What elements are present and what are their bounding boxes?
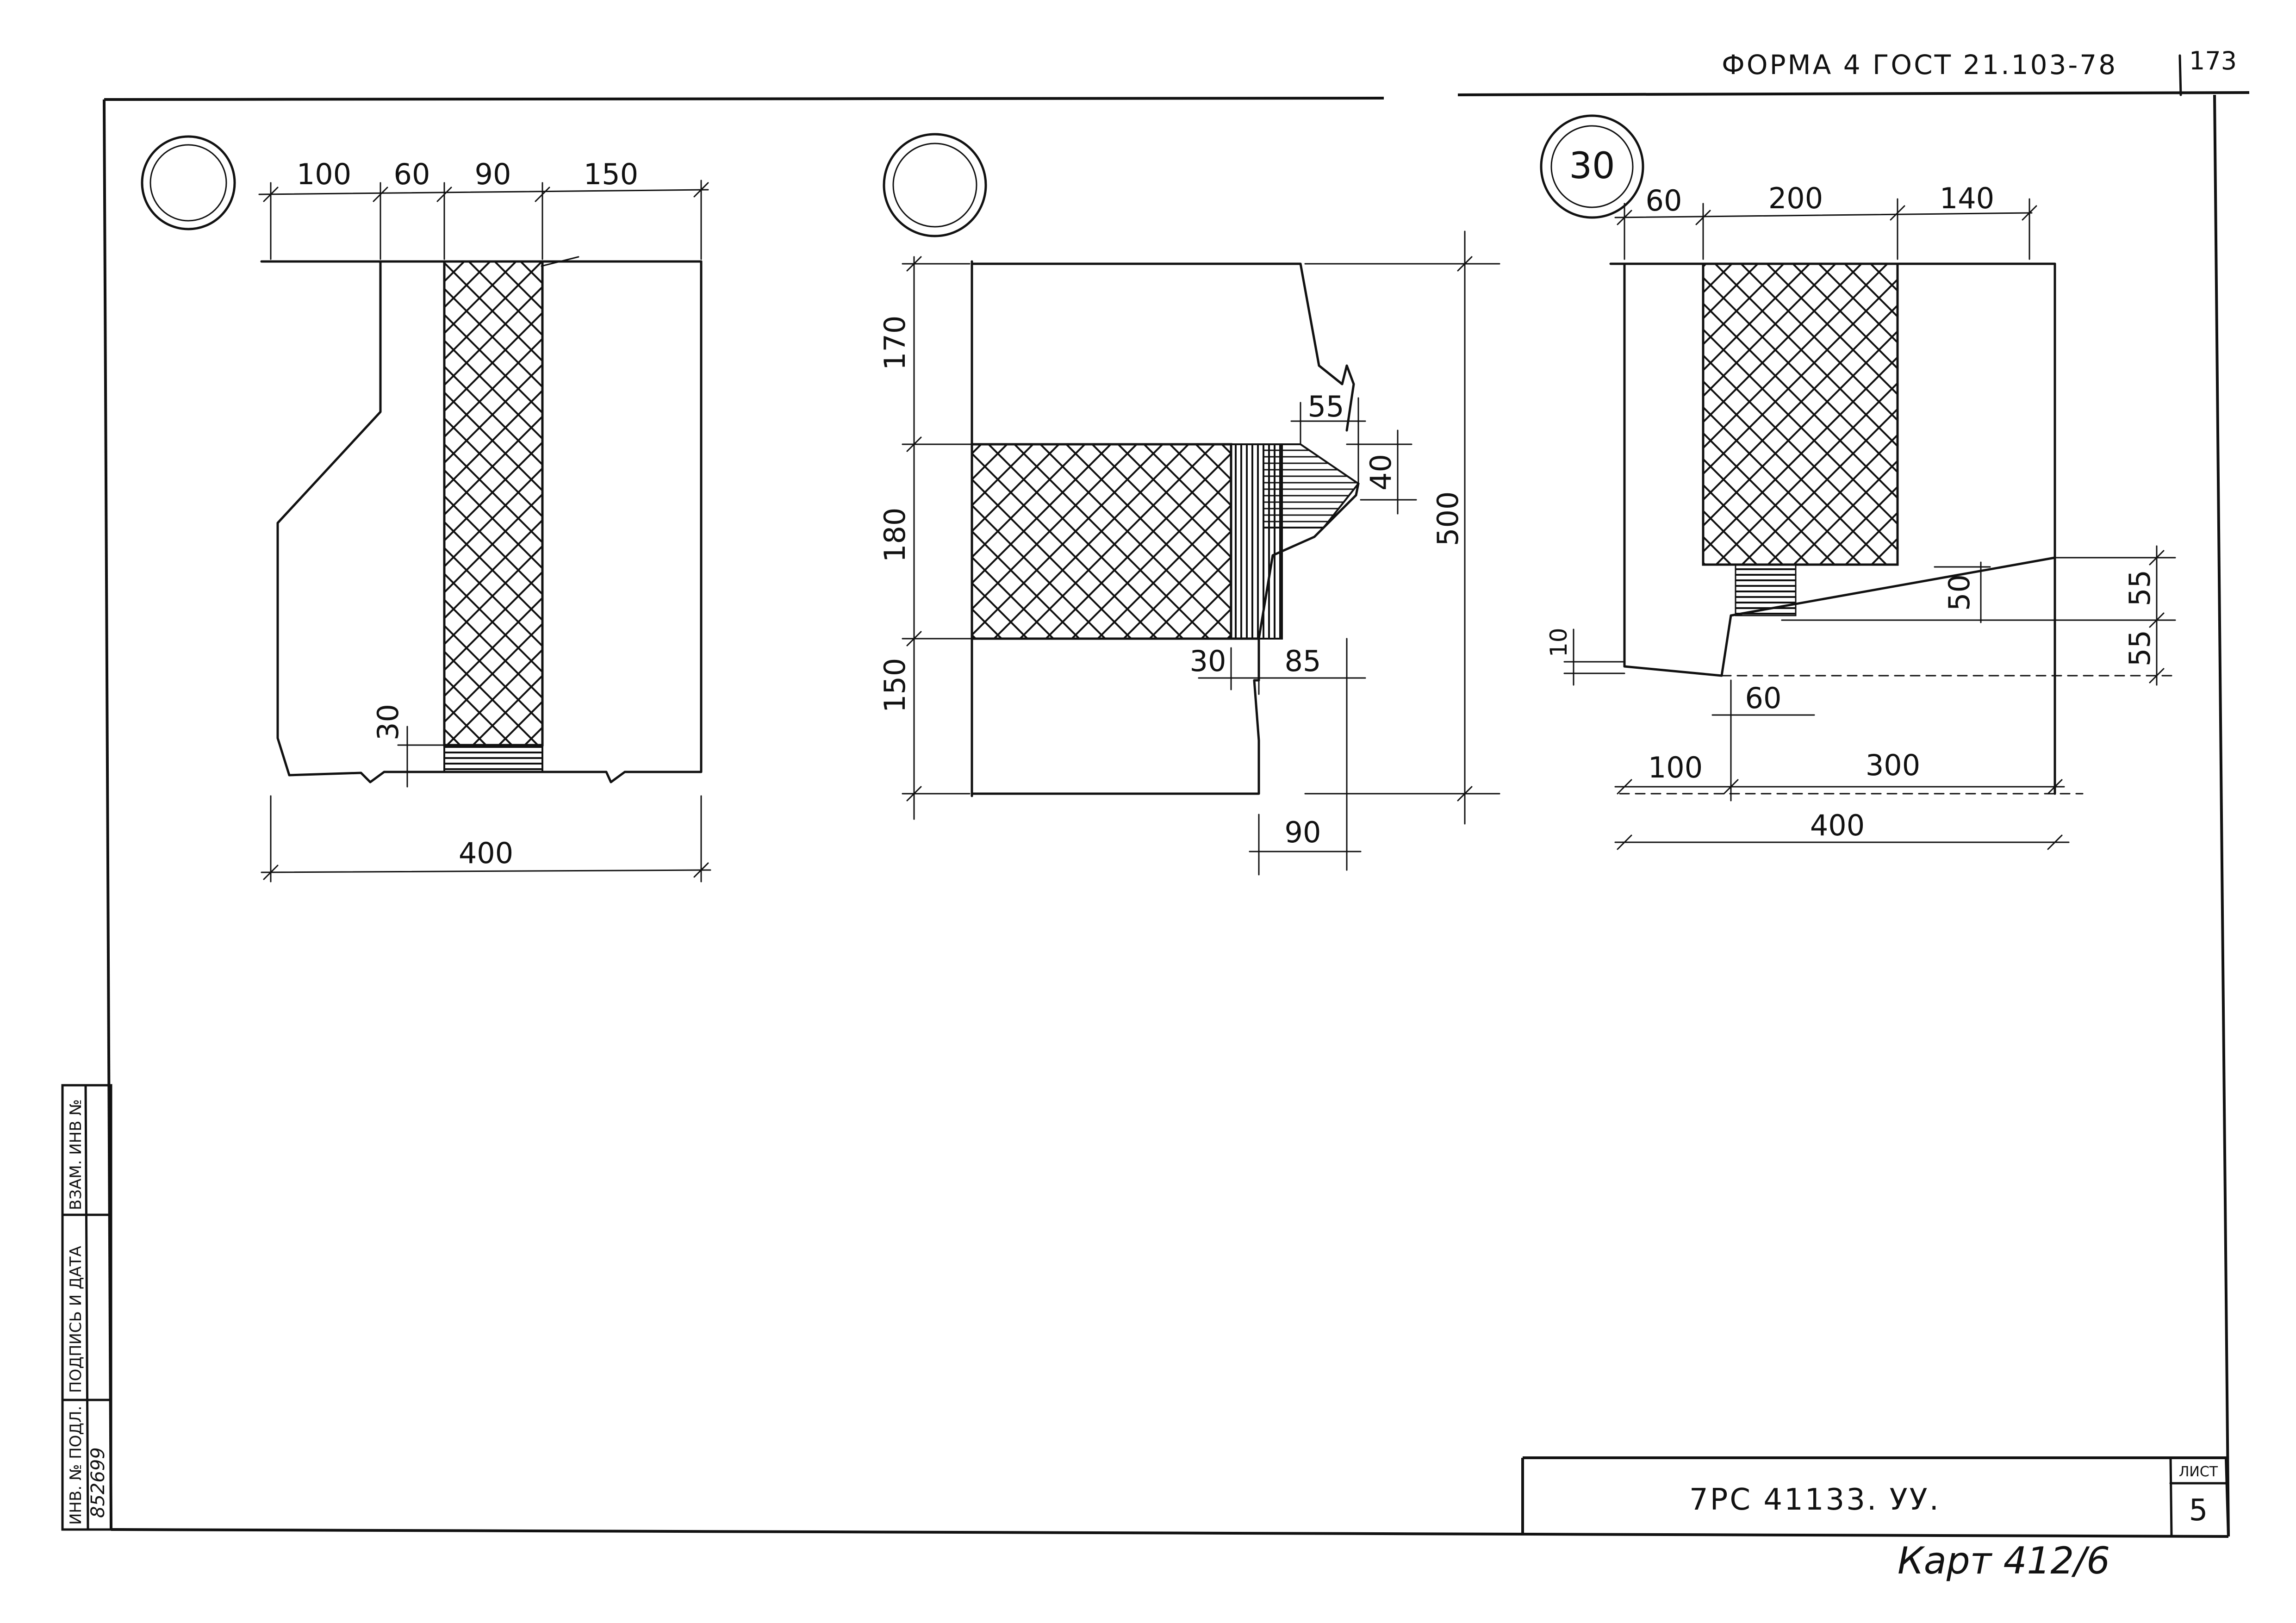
mortar-layer — [443, 744, 543, 773]
sheet-number: 5 — [2189, 1493, 2208, 1528]
dim-bottom-300: 300 — [1866, 748, 1920, 782]
dim-top-140: 140 — [1940, 181, 1994, 215]
dim-top-3: 90 — [475, 157, 511, 191]
dim-top-200: 200 — [1768, 181, 1823, 215]
detail-marker-circle — [883, 133, 987, 237]
title-block: 7РС 41133. УУ. ЛИСТ 5 — [1521, 1456, 2230, 1537]
side-stamp: ВЗАМ. ИНВ № ПОДПИСЬ И ДАТА ИНВ. № ПОДЛ. … — [61, 1084, 112, 1531]
dim-top-1: 100 — [297, 157, 351, 191]
dim-30: 30 — [1190, 644, 1226, 678]
dim-side-30: 30 — [371, 704, 405, 740]
dim-step-50: 50 — [1942, 574, 1976, 611]
sheet-frame — [103, 54, 2250, 1538]
dim-top-2: 60 — [394, 157, 430, 191]
drawing-code: 7РС 41133. УУ. — [1689, 1483, 1941, 1517]
insulation-band — [971, 443, 1232, 640]
page-corner-number: 173 — [2189, 46, 2237, 75]
dim-total-400: 400 — [1810, 808, 1865, 842]
stamp-inv-podl: ИНВ. № ПОДЛ. — [67, 1406, 85, 1525]
handwritten-note: Карт 412/6 — [1898, 1539, 2110, 1582]
dim-total-500: 500 — [1431, 491, 1465, 546]
dim-nose-40: 40 — [1364, 454, 1398, 491]
form-header: ФОРМА 4 ГОСТ 21.103-78 173 — [1722, 46, 2237, 81]
dim-left-10: 10 — [1545, 628, 1572, 657]
dim-bottom-100: 100 — [1648, 751, 1703, 784]
form-label: ФОРМА 4 ГОСТ 21.103-78 — [1722, 49, 2117, 81]
dim-bottom-400: 400 — [459, 836, 513, 870]
dim-right-55-a: 55 — [2123, 570, 2157, 606]
dim-top-60: 60 — [1646, 184, 1682, 218]
dim-left-170: 170 — [878, 316, 912, 370]
dim-90: 90 — [1285, 815, 1321, 849]
dim-mid-60: 60 — [1745, 681, 1782, 715]
detail-3: 30 60 200 140 55 55 50 10 60 — [1540, 114, 2176, 850]
stamp-podpis-data: ПОДПИСЬ И ДАТА — [67, 1246, 85, 1393]
insulation-block — [443, 260, 544, 746]
dim-85: 85 — [1285, 644, 1321, 678]
stamp-inv-number: 852699 — [87, 1447, 109, 1518]
stamp-vzam-inv: ВЗАМ. ИНВ № — [67, 1099, 85, 1210]
dim-left-150: 150 — [878, 658, 912, 713]
detail-marker-circle — [141, 135, 236, 230]
sheet-label: ЛИСТ — [2179, 1464, 2218, 1480]
dim-right-55-b: 55 — [2123, 630, 2157, 666]
detail-1: 100 60 90 150 30 400 — [141, 135, 711, 883]
detail-2: 170 180 150 500 55 40 30 85 90 — [878, 133, 1500, 876]
dim-left-180: 180 — [878, 508, 912, 562]
dim-nose-55: 55 — [1308, 390, 1344, 423]
detail-marker-circle — [1540, 114, 1644, 219]
dim-top-4: 150 — [584, 157, 638, 191]
detail-marker-label: 30 — [1569, 145, 1615, 187]
insulation-block — [1702, 262, 1899, 566]
mortar-layer — [1735, 564, 1797, 616]
